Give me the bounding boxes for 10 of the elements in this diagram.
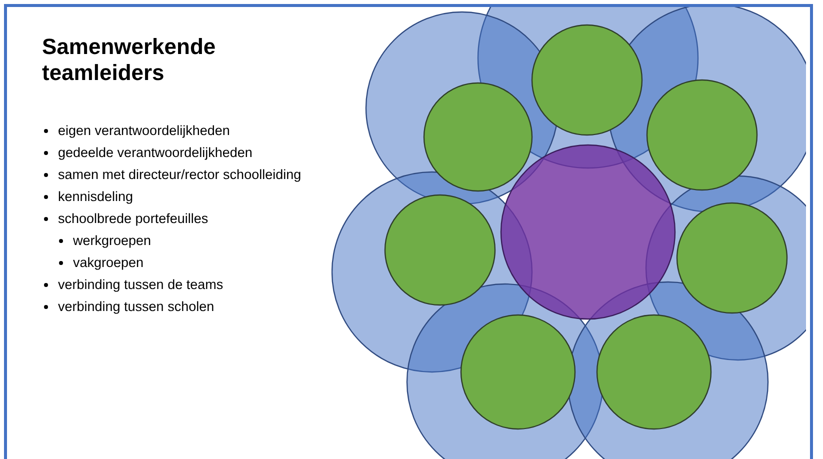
bullet-text: werkgroepen bbox=[73, 233, 152, 248]
bullet-text: vakgroepen bbox=[73, 255, 144, 270]
bullet-text: samen met directeur/rector schoolleiding bbox=[58, 167, 302, 182]
slide-title: Samenwerkende teamleiders bbox=[42, 34, 217, 86]
bullet-text: verbinding tussen de teams bbox=[58, 277, 224, 292]
bullet-text: kennisdeling bbox=[58, 189, 134, 204]
bullet-text: verbinding tussen scholen bbox=[58, 299, 214, 314]
bullet-text: gedeelde verantwoordelijkheden bbox=[58, 145, 252, 160]
bullet-text: eigen verantwoordelijkheden bbox=[58, 123, 230, 138]
bullet-text: schoolbrede portefeuilles bbox=[58, 211, 208, 226]
